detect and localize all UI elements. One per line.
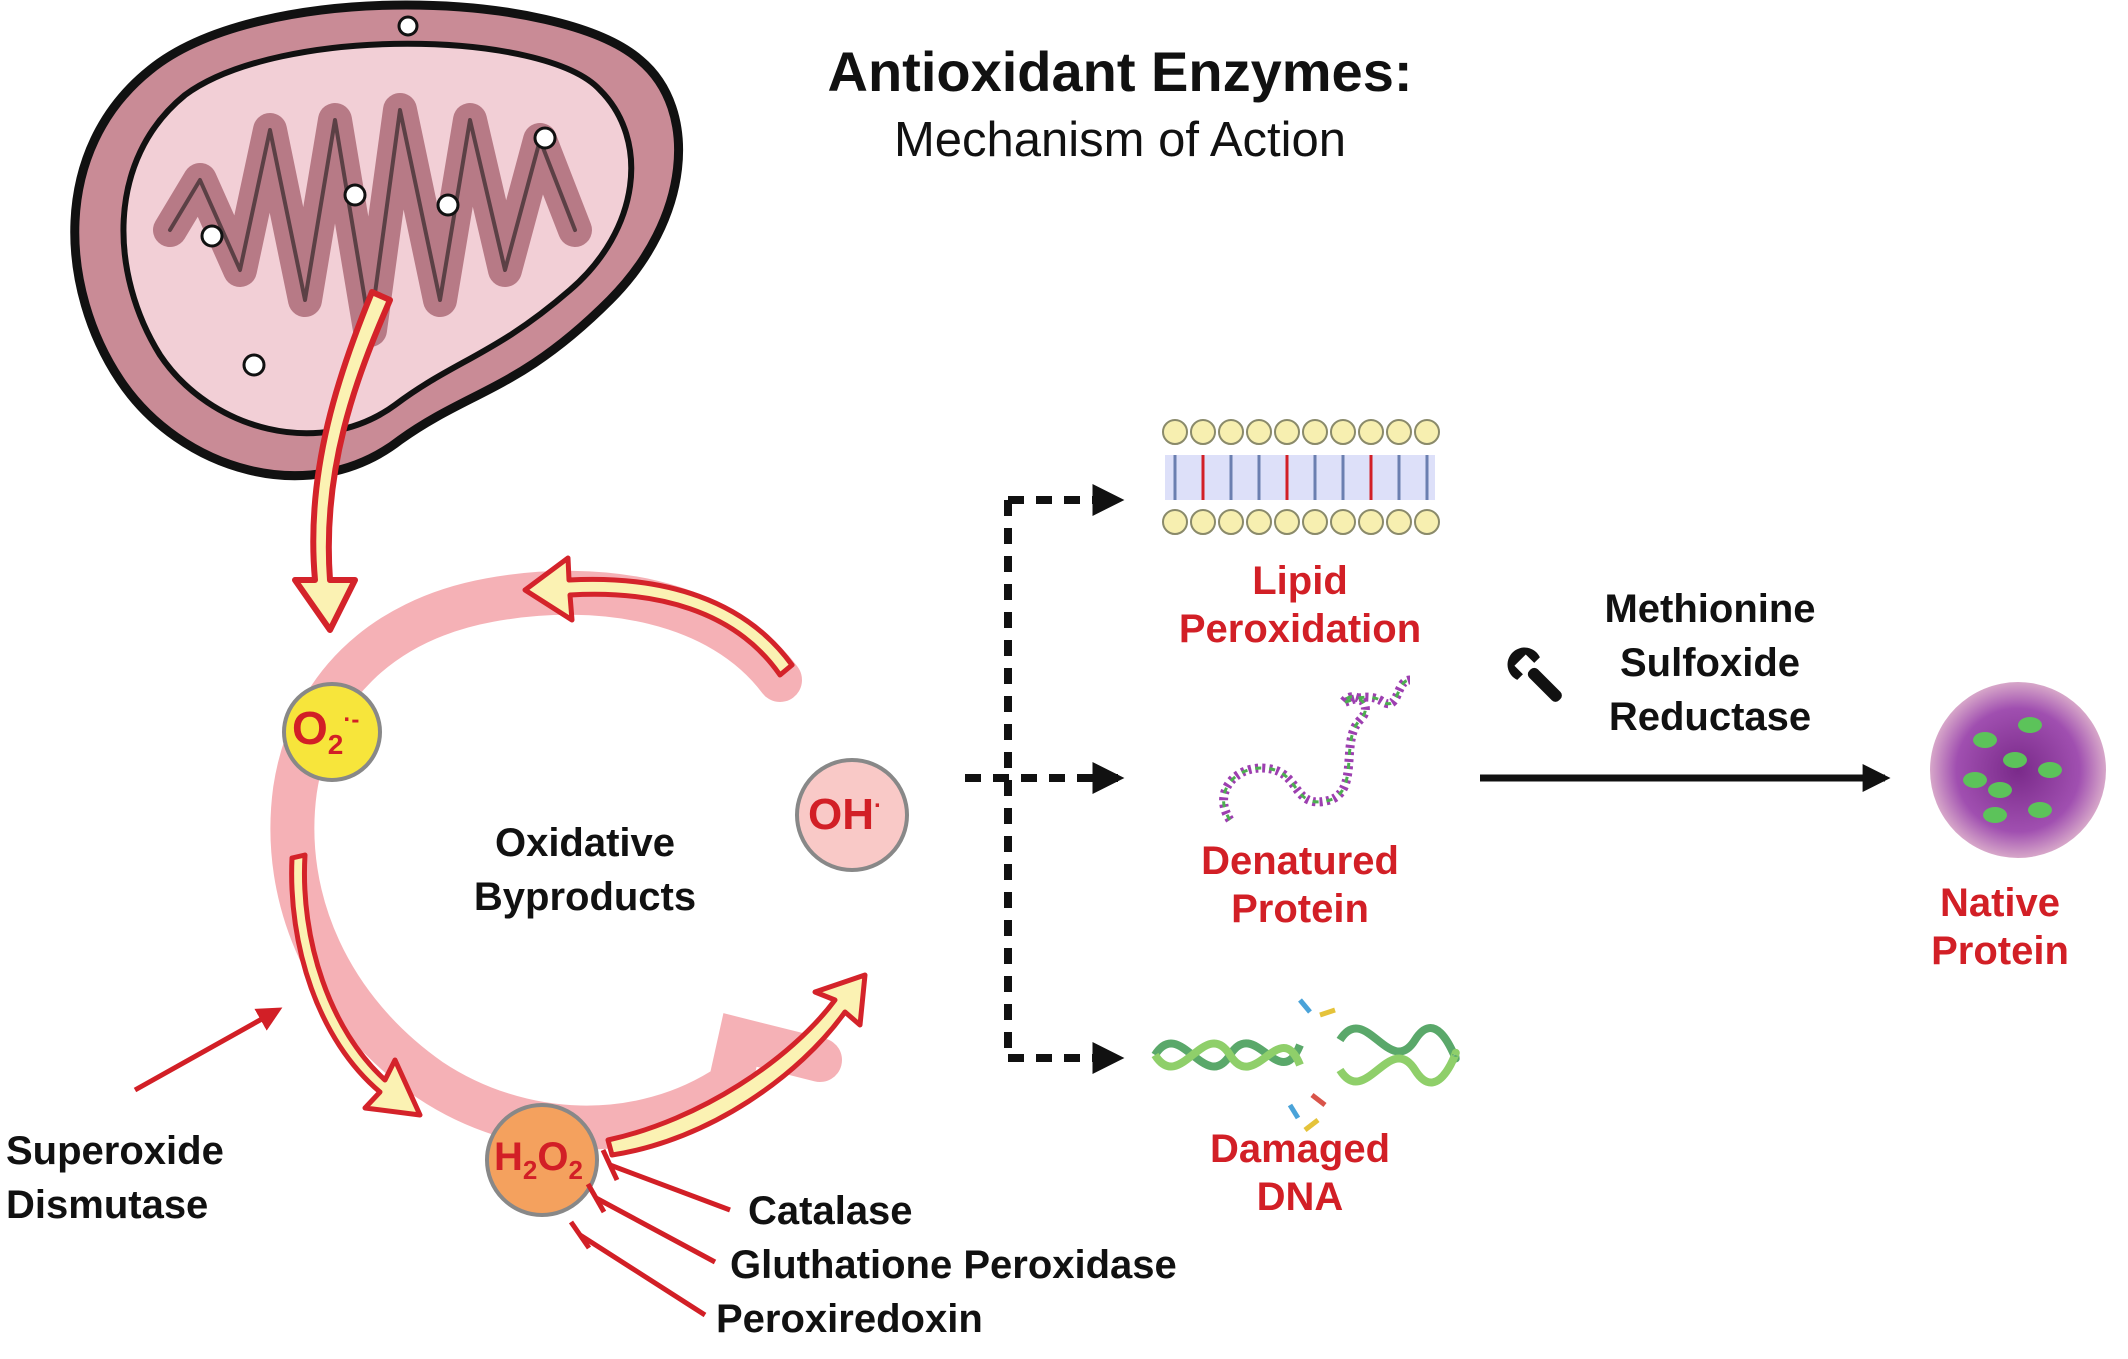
lipid-label-line2: Peroxidation — [1178, 607, 1422, 651]
lipid-head — [1246, 419, 1272, 445]
sod-arrow — [133, 1007, 283, 1093]
cycle-arrow-right — [605, 972, 868, 1158]
lipid-head — [1162, 509, 1188, 535]
native-protein-helix — [2028, 802, 2052, 818]
denatured-protein-label-line2: Protein — [1231, 887, 1369, 931]
msr-label-line3: Reductase — [1608, 695, 1812, 739]
catalase-label: Catalase — [748, 1189, 913, 1233]
diagram-subtitle: Mechanism of Action — [893, 113, 1347, 167]
native-protein-helix — [2018, 717, 2042, 733]
mito-to-superoxide-arrow — [292, 289, 393, 633]
lipid-label-line1: Lipid — [1252, 559, 1348, 603]
native-protein-label-line2: Protein — [1931, 929, 2069, 973]
lipid-head — [1190, 509, 1216, 535]
native-protein-helix — [1963, 772, 1987, 788]
damage-dashed-arrows — [965, 484, 1125, 1074]
native-protein-helix — [2038, 762, 2062, 778]
native-protein-helix — [1988, 782, 2012, 798]
wrench-icon — [1507, 647, 1562, 702]
peroxide-o: O — [537, 1135, 569, 1179]
lipid-head — [1190, 419, 1216, 445]
msr-label-line1: Methionine — [1604, 587, 1816, 631]
lipid-head — [1358, 419, 1384, 445]
superoxide-circle — [282, 682, 382, 782]
lipid-head — [1414, 419, 1440, 445]
lipid-head — [1274, 509, 1300, 535]
lipid-head — [1246, 509, 1272, 535]
msr-label-line2: Sulfoxide — [1619, 641, 1801, 685]
denatured-protein-label-line1: Denatured — [1201, 839, 1399, 883]
glutathione-peroxidase-label: Gluthatione Peroxidase — [730, 1243, 1177, 1287]
lipid-head — [1358, 509, 1384, 535]
peroxide-circle — [485, 1103, 599, 1217]
sod-label-line1: Superoxide — [6, 1129, 224, 1173]
peroxide-label: H2O2 — [494, 1134, 583, 1186]
sod-label-line2: Dismutase — [6, 1183, 209, 1227]
native-protein-illustration — [1930, 682, 2106, 858]
native-protein-helix — [1983, 807, 2007, 823]
damaged-dna-label-line1: Damaged — [1209, 1127, 1391, 1171]
lipid-bilayer-illustration — [1162, 419, 1440, 535]
lipid-head — [1302, 509, 1328, 535]
denatured-protein-strand — [1222, 678, 1411, 821]
damaged-dna-label-line2: DNA — [1256, 1175, 1344, 1219]
lipid-head — [1386, 419, 1412, 445]
oxidative-byproducts-line2: Byproducts — [473, 875, 697, 919]
oxidative-byproducts-line1: Oxidative — [494, 821, 676, 865]
lipid-head — [1302, 419, 1328, 445]
lipid-head — [1330, 419, 1356, 445]
hydroxyl-base: OH — [808, 790, 874, 839]
lipid-head — [1162, 419, 1188, 445]
hydroxyl-sup: · — [874, 792, 882, 820]
diagram-title: Antioxidant Enzymes: — [827, 40, 1413, 103]
hydroxyl-label: OH· — [808, 790, 882, 841]
lipid-head — [1218, 509, 1244, 535]
damaged-dna-illustration — [1151, 998, 1460, 1132]
superoxide-label: O2·- — [292, 702, 359, 761]
peroxide-h-sub: 2 — [522, 1155, 538, 1185]
superoxide-sub: 2 — [327, 729, 344, 761]
superoxide-sup: ·- — [343, 706, 360, 734]
peroxiredoxin-label: Peroxiredoxin — [716, 1297, 983, 1341]
lipid-head — [1414, 509, 1440, 535]
peroxide-h: H — [494, 1135, 523, 1179]
lipid-head — [1218, 419, 1244, 445]
superoxide-base: O — [292, 702, 328, 754]
native-protein-label-line1: Native — [1939, 881, 2061, 925]
lipid-head — [1274, 419, 1300, 445]
hydroxyl-circle — [795, 758, 909, 872]
peroxide-o-sub: 2 — [568, 1155, 583, 1185]
lipid-head — [1330, 509, 1356, 535]
lipid-head — [1386, 509, 1412, 535]
mitochondrion-illustration — [70, 0, 684, 481]
native-protein-helix — [2003, 752, 2027, 768]
cycle-arrow-top — [522, 555, 795, 678]
peroxide-inhibitors — [568, 1148, 731, 1318]
denatured-protein-illustration — [1219, 675, 1412, 823]
native-protein-helix — [1973, 732, 1997, 748]
cycle-arrow-left — [289, 852, 423, 1118]
